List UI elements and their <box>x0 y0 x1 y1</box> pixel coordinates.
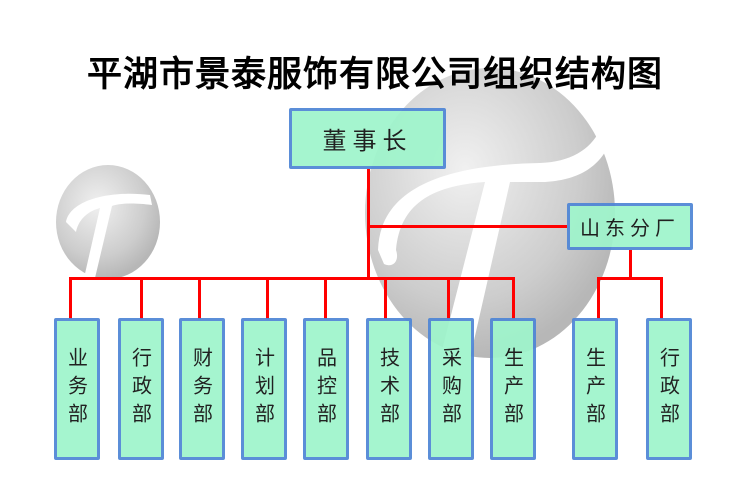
connector-to-branch <box>367 225 567 228</box>
dept-box: 技术部 <box>366 318 412 460</box>
dept-box: 业务部 <box>54 318 100 460</box>
connector-chairman-down <box>367 169 370 280</box>
page-title: 平湖市景泰服饰有限公司组织结构图 <box>86 55 663 95</box>
connector-drop <box>447 277 450 319</box>
dept-box: 采购部 <box>428 318 474 460</box>
connector-drop <box>512 277 515 319</box>
dept-label: 生产部 <box>500 347 525 431</box>
dept-box: 生产部 <box>490 318 536 460</box>
dept-box: 财务部 <box>179 318 225 460</box>
branch-box: 山东分厂 <box>567 203 693 250</box>
dept-box: 品控部 <box>303 318 349 460</box>
connector-drop <box>324 277 327 319</box>
dept-label: 品控部 <box>313 347 338 431</box>
branch-dept-box: 行政部 <box>646 318 692 460</box>
connector-drop <box>69 277 72 319</box>
dept-label: 采购部 <box>438 347 463 431</box>
dept-label: 计划部 <box>251 347 276 431</box>
dept-label: 行政部 <box>656 347 681 431</box>
branch-dept-box: 生产部 <box>572 318 618 460</box>
dept-label: 业务部 <box>64 347 89 431</box>
dept-label: 财务部 <box>189 347 214 431</box>
connector-drop <box>597 277 600 319</box>
dept-label: 行政部 <box>128 347 153 431</box>
dept-box: 计划部 <box>241 318 287 460</box>
dept-label: 技术部 <box>376 347 401 431</box>
connector-branch-down <box>629 250 632 279</box>
chairman-label: 董事长 <box>322 127 413 155</box>
connector-branch-bar <box>598 277 663 280</box>
dept-label: 生产部 <box>582 347 607 431</box>
branch-label: 山东分厂 <box>580 216 680 240</box>
connector-drop <box>384 277 387 319</box>
watermark-small-t-icon <box>66 193 152 278</box>
dept-box: 行政部 <box>118 318 164 460</box>
connector-drop <box>660 277 663 319</box>
chairman-box: 董事长 <box>289 108 446 169</box>
connector-drop <box>198 277 201 319</box>
connector-dept-bar <box>69 277 515 280</box>
connector-drop <box>266 277 269 319</box>
watermark-large-t-icon <box>378 130 612 358</box>
connector-drop <box>140 277 143 319</box>
